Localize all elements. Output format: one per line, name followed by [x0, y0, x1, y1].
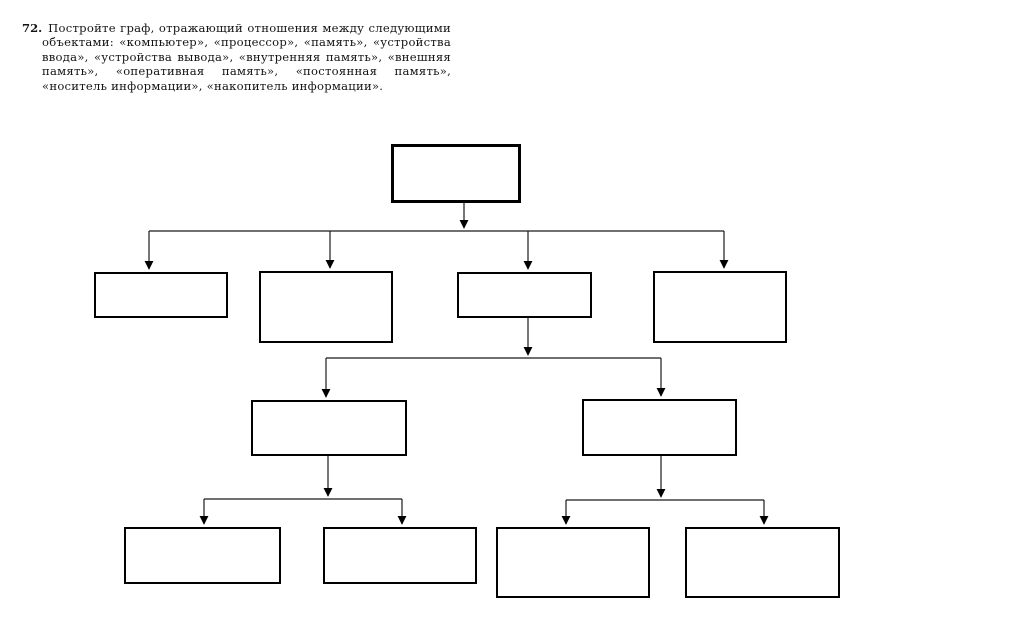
node-level2-box-1	[94, 272, 228, 318]
node-level4-box-2	[323, 527, 477, 584]
node-level4-box-4	[685, 527, 840, 598]
node-level2-box-3	[457, 272, 592, 318]
node-level2-box-4	[653, 271, 787, 343]
node-level4-box-3	[496, 527, 650, 598]
problem-text: Постройте граф, отражающий отношения меж…	[42, 20, 451, 93]
node-level2-box-2	[259, 271, 393, 343]
node-level4-box-1	[124, 527, 281, 584]
node-level3-box-1	[251, 400, 407, 456]
problem-number: 72.	[22, 20, 43, 35]
node-level1-box	[391, 144, 521, 203]
node-level3-box-2	[582, 399, 737, 456]
problem-statement: 72.Постройте граф, отражающий отношения …	[22, 21, 451, 94]
